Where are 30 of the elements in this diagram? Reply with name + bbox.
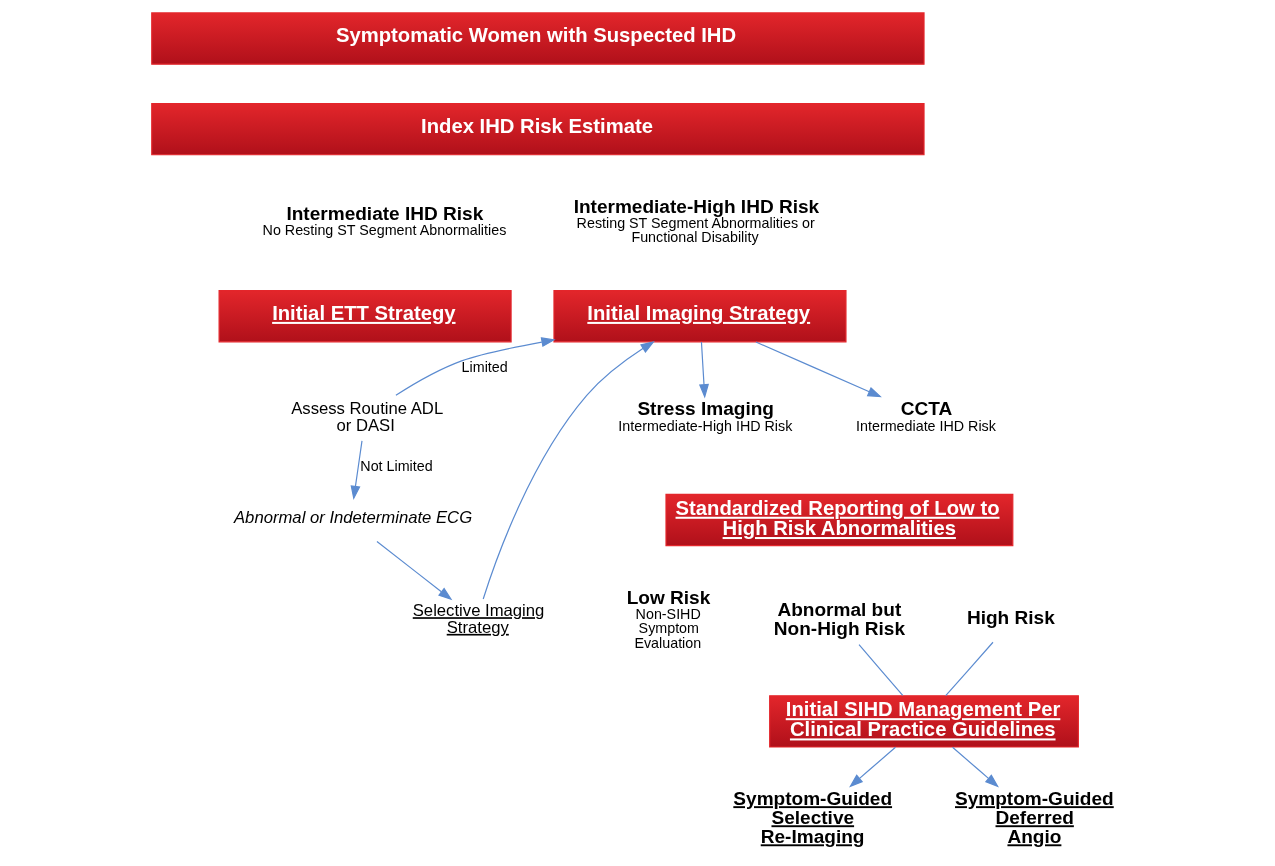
arrow [754, 341, 882, 398]
arrow [375, 540, 452, 601]
node-box: Index IHD Risk Estimate [150, 102, 925, 156]
edge-label: Not Limited [359, 458, 433, 475]
arrow [482, 341, 655, 600]
node-text: Stress Imaging Intermediate-High IHD Risk [617, 398, 792, 434]
arrow [951, 746, 999, 788]
node-box: Initial ETT Strategy [218, 290, 512, 343]
node-box: Initial SIHD Management Per Clinical Practice Guidelines [768, 695, 1079, 748]
edge-label: Limited [461, 359, 508, 376]
node-text: Low Risk Non-SIHD Symptom Evaluation [626, 586, 710, 651]
connector [944, 641, 994, 697]
node-text: Abnormal but Non-High Risk [773, 598, 905, 639]
node-text: Selective Imaging Strategy [412, 601, 544, 637]
node-text: High Risk [966, 607, 1055, 629]
node-text: Assess Routine ADL or DASI [290, 398, 443, 436]
connector [857, 644, 903, 697]
node-box: Symptomatic Women with Suspected IHD [150, 12, 925, 65]
node-text: Abnormal or Indeterminate ECG [233, 508, 472, 528]
node-box: Initial Imaging Strategy [552, 290, 847, 343]
node-text: Intermediate IHD Risk No Resting ST Segment Abnormalities [262, 203, 506, 239]
node-box: Standardized Reporting of Low to High Risk Abnormalities [664, 493, 1013, 547]
arrow [848, 746, 896, 788]
node-text: Intermediate-High IHD Risk Resting ST Segment Abnormalities or Functional Disability [573, 195, 819, 246]
arrow [698, 341, 709, 399]
node-text: CCTA Intermediate IHD Risk [855, 398, 996, 434]
arrow [350, 440, 363, 501]
arrow [394, 337, 556, 396]
node-text: Symptom-Guided Deferred Angio [954, 788, 1114, 848]
node-text: Symptom-Guided Selective Re-Imaging [732, 788, 892, 848]
